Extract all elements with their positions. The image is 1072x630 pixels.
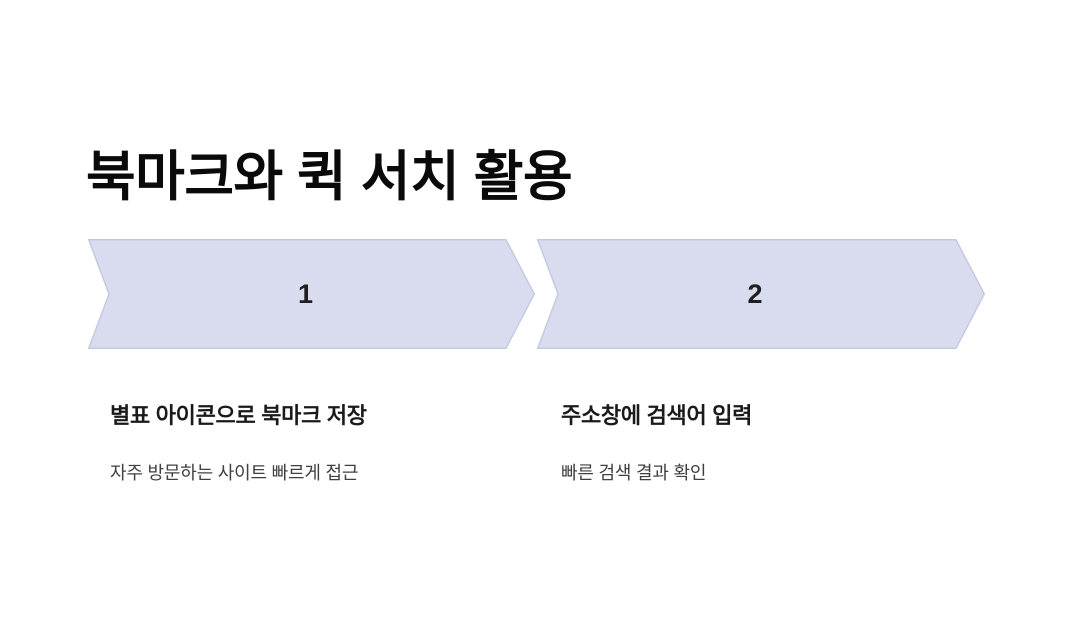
step-caption-2: 주소창에 검색어 입력 빠른 검색 결과 확인: [561, 398, 752, 485]
step-description-2: 빠른 검색 결과 확인: [561, 463, 707, 483]
step-heading-1: 별표 아이콘으로 북마크 저장: [110, 403, 367, 428]
chevron-step-1[interactable]: 1: [88, 239, 535, 349]
chevron-shape-icon: [537, 239, 985, 349]
step-description-1: 자주 방문하는 사이트 빠르게 접근: [110, 463, 359, 483]
chevron-shape-icon: [88, 239, 535, 349]
step-caption-1: 별표 아이콘으로 북마크 저장 자주 방문하는 사이트 빠르게 접근: [110, 398, 367, 485]
page-title: 북마크와 퀵 서치 활용: [86, 147, 573, 208]
process-chevron-row: 1 2: [0, 239, 1072, 349]
step-heading-2: 주소창에 검색어 입력: [561, 403, 753, 428]
chevron-step-2[interactable]: 2: [537, 239, 985, 349]
